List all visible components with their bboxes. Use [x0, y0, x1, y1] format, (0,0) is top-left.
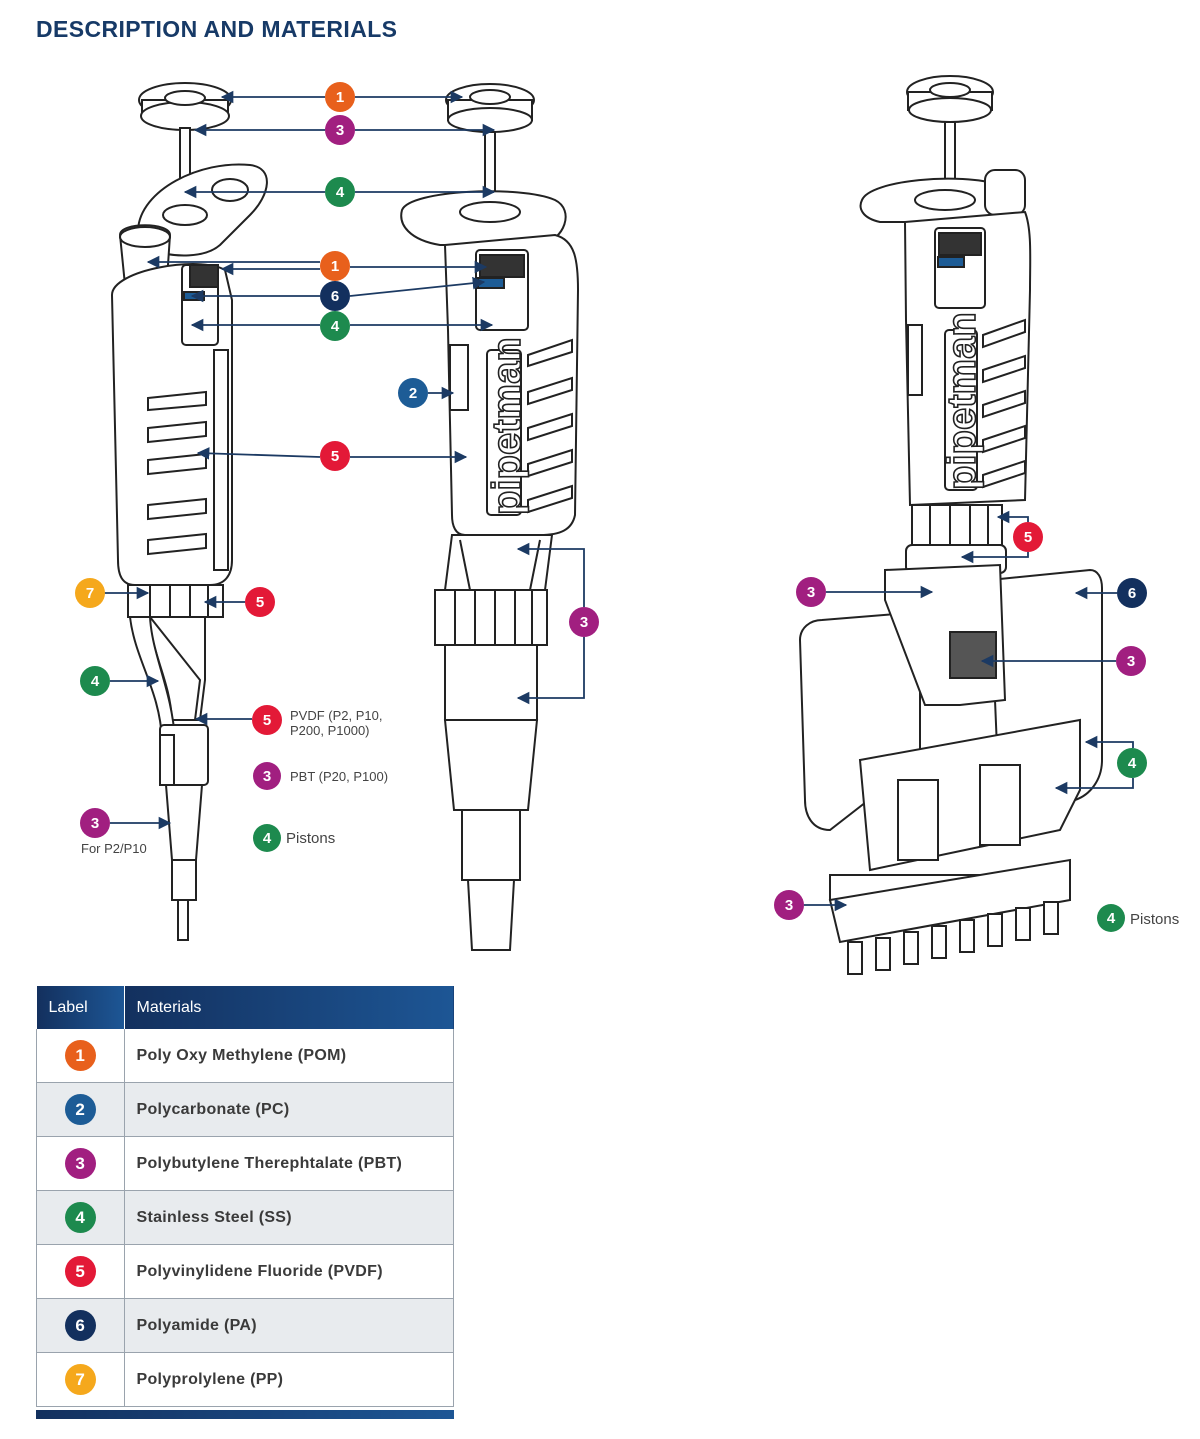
label-cell: 3	[36, 1136, 125, 1191]
brand-text-right: pipetman	[940, 312, 984, 490]
badge-4: 4	[80, 666, 110, 696]
label-badge: 6	[64, 1310, 96, 1341]
table-row: 3 Polybutylene Therephtalate (PBT)	[36, 1136, 454, 1191]
note-pvdf-line2: P200, P1000)	[290, 723, 370, 738]
badge-1: 1	[325, 82, 355, 112]
label-badge: 2	[64, 1094, 96, 1125]
badge-3: 3	[1116, 646, 1146, 676]
badge-1: 1	[320, 251, 350, 281]
badge-3: 3	[80, 808, 110, 838]
note-for-p2: For P2/P10	[81, 841, 147, 856]
table-header-row: Label Materials	[36, 986, 454, 1029]
pipette-left-drawing	[110, 82, 268, 941]
svg-text:3: 3	[1127, 653, 1135, 670]
svg-text:2: 2	[409, 385, 417, 402]
svg-text:5: 5	[331, 448, 339, 465]
table-footer-bar	[36, 1410, 454, 1419]
svg-text:5: 5	[263, 712, 271, 729]
badge-7: 7	[75, 578, 105, 608]
note-pbt: PBT (P20, P100)	[290, 769, 388, 784]
badge-4: 4	[320, 311, 350, 341]
material-cell: Polycarbonate (PC)	[124, 1082, 454, 1137]
badge-3: 3	[774, 890, 804, 920]
badge-5: 5	[1013, 522, 1043, 552]
label-cell: 2	[36, 1082, 125, 1137]
material-cell: Poly Oxy Methylene (POM)	[124, 1029, 454, 1083]
badge-6: 6	[1117, 578, 1147, 608]
materials-table: Label Materials 1 Poly Oxy Methylene (PO…	[36, 986, 454, 1407]
table-row: 5 Polyvinylidene Fluoride (PVDF)	[36, 1244, 454, 1299]
pipette-middle-drawing	[400, 83, 580, 951]
svg-text:3: 3	[263, 768, 271, 785]
brand-text-middle: pipetman	[485, 337, 529, 515]
callout-arrows	[104, 90, 1134, 912]
note-pvdf-line1: PVDF (P2, P10,	[290, 708, 382, 723]
header-label: Label	[36, 986, 125, 1029]
badge-5: 5	[320, 441, 350, 471]
callout-badges: 1 3 4 1 6 4 2 5 7 5 3 4 5 3 3 4 5 3 6 3 …	[75, 82, 1147, 932]
table-row: 6 Polyamide (PA)	[36, 1298, 454, 1353]
svg-text:3: 3	[336, 122, 344, 139]
badge-4: 4	[325, 177, 355, 207]
badge-5: 5	[245, 587, 275, 617]
material-cell: Polyvinylidene Fluoride (PVDF)	[124, 1244, 454, 1299]
page-title: DESCRIPTION AND MATERIALS	[36, 16, 398, 42]
label-cell: 7	[36, 1352, 125, 1407]
svg-text:4: 4	[91, 673, 100, 690]
table-row: 2 Polycarbonate (PC)	[36, 1082, 454, 1137]
pipette-diagram: pipetman pipetman	[75, 75, 1179, 975]
label-badge: 3	[64, 1148, 96, 1179]
badge-5: 5	[252, 705, 282, 735]
pipette-right-drawing	[798, 75, 1103, 975]
svg-text:3: 3	[91, 815, 99, 832]
badge-6: 6	[320, 281, 350, 311]
material-cell: Stainless Steel (SS)	[124, 1190, 454, 1245]
svg-text:6: 6	[1128, 585, 1136, 602]
label-cell: 4	[36, 1190, 125, 1245]
label-badge: 5	[64, 1256, 96, 1287]
svg-text:3: 3	[807, 584, 815, 601]
note-pistons-left: Pistons	[286, 830, 335, 847]
label-badge: 7	[64, 1364, 96, 1395]
label-badge: 4	[64, 1202, 96, 1233]
badge-4: 4	[253, 824, 281, 852]
table-row: 1 Poly Oxy Methylene (POM)	[36, 1029, 454, 1083]
svg-text:7: 7	[86, 585, 94, 602]
badge-3: 3	[569, 607, 599, 637]
svg-text:4: 4	[336, 184, 345, 201]
material-cell: Polyprolylene (PP)	[124, 1352, 454, 1407]
svg-text:4: 4	[1128, 755, 1137, 772]
svg-text:3: 3	[785, 897, 793, 914]
badge-2: 2	[398, 378, 428, 408]
svg-text:1: 1	[331, 258, 339, 275]
label-cell: 6	[36, 1298, 125, 1353]
svg-text:4: 4	[1107, 910, 1116, 927]
svg-text:4: 4	[263, 830, 272, 847]
material-cell: Polybutylene Therephtalate (PBT)	[124, 1136, 454, 1191]
label-cell: 5	[36, 1244, 125, 1299]
svg-text:4: 4	[331, 318, 340, 335]
badge-3: 3	[253, 762, 281, 790]
svg-text:6: 6	[331, 288, 339, 305]
svg-text:3: 3	[580, 614, 588, 631]
badge-4: 4	[1097, 904, 1125, 932]
badge-3: 3	[796, 577, 826, 607]
label-badge: 1	[64, 1040, 96, 1071]
header-materials: Materials	[124, 986, 454, 1029]
svg-text:5: 5	[1024, 529, 1032, 546]
table-row: 7 Polyprolylene (PP)	[36, 1352, 454, 1407]
svg-text:5: 5	[256, 594, 264, 611]
svg-text:1: 1	[336, 89, 344, 106]
label-cell: 1	[36, 1029, 125, 1083]
badge-3: 3	[325, 115, 355, 145]
note-pistons-right: Pistons	[1130, 911, 1179, 928]
table-row: 4 Stainless Steel (SS)	[36, 1190, 454, 1245]
material-cell: Polyamide (PA)	[124, 1298, 454, 1353]
badge-4: 4	[1117, 748, 1147, 778]
